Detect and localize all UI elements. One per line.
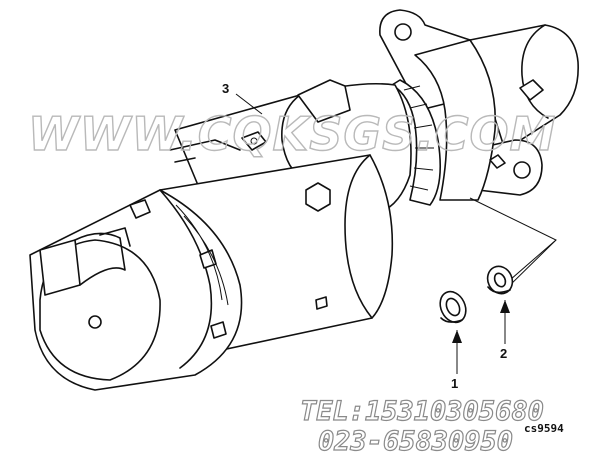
drawing-ref-code: cs9594 [524,422,564,435]
end-cap [29,189,243,391]
clamp-ring [391,79,442,206]
callout-2: 2 [500,346,507,361]
callout-1: 1 [451,376,458,391]
leader-lines [235,93,557,374]
watermark-phone: 023-65830950 [318,426,513,457]
washer-part-2 [486,265,514,295]
watermark-site: WWW.CQKSGS.COM [28,107,556,161]
drive-housing [379,9,579,201]
washer-part-1 [439,290,467,324]
watermark-tel: TEL:15310305680 [300,396,544,427]
callout-3: 3 [222,81,229,96]
